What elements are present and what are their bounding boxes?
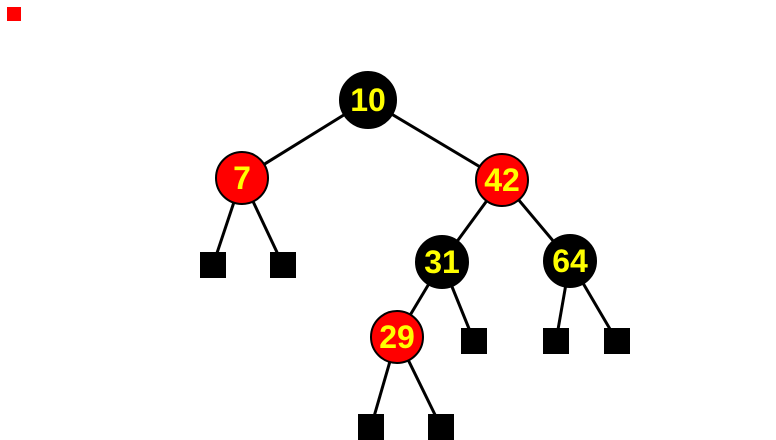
corner-marker — [7, 7, 21, 21]
node-label-10: 10 — [350, 82, 386, 118]
nil-leaf-nil-29R — [428, 414, 454, 440]
nil-leaf-nil-7R — [270, 252, 296, 278]
nil-leaf-nil-29L — [358, 414, 384, 440]
node-label-42: 42 — [484, 162, 520, 198]
node-label-64: 64 — [552, 243, 588, 279]
node-circle-42 — [475, 153, 529, 207]
tree-node-29: 29 — [370, 310, 424, 364]
nil-leaf-nil-31R — [461, 328, 487, 354]
nil-leaf-nil-7L — [200, 252, 226, 278]
tree-node-7: 7 — [215, 151, 269, 205]
tree-node-42: 42 — [475, 153, 529, 207]
tree-node-10: 10 — [339, 71, 397, 129]
nil-leaf-nil-64R — [604, 328, 630, 354]
node-circle-10 — [339, 71, 397, 129]
node-label-31: 31 — [424, 244, 460, 280]
node-label-7: 7 — [233, 160, 251, 196]
node-label-29: 29 — [379, 319, 415, 355]
tree-node-31: 31 — [415, 235, 469, 289]
node-circle-64 — [543, 234, 597, 288]
tree-node-64: 64 — [543, 234, 597, 288]
node-circle-31 — [415, 235, 469, 289]
node-circle-29 — [370, 310, 424, 364]
node-circle-7 — [215, 151, 269, 205]
nil-leaf-nil-64L — [543, 328, 569, 354]
